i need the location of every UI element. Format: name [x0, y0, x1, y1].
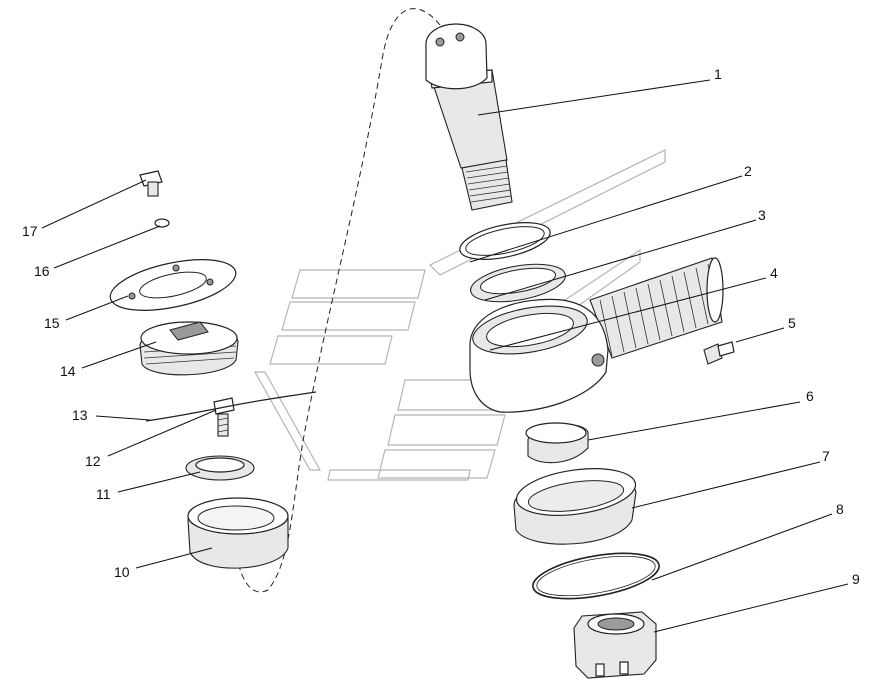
part-plug [185, 455, 255, 481]
callout-7: 7 [822, 448, 830, 464]
part-lock-wire [145, 391, 317, 422]
callout-16: 16 [34, 263, 50, 279]
callout-2: 2 [744, 163, 752, 179]
part-end-cap [187, 497, 289, 569]
callout-17: 17 [22, 223, 38, 239]
part-clip-ring [532, 552, 660, 600]
callout-8: 8 [836, 501, 844, 517]
part-locking-bolt [213, 397, 235, 437]
callout-6: 6 [806, 388, 814, 404]
callout-1: 1 [714, 66, 722, 82]
callout-15: 15 [44, 315, 60, 331]
part-threaded-cover [139, 321, 239, 376]
callout-10: 10 [114, 564, 130, 580]
part-screw [139, 170, 163, 197]
part-ball-stud [425, 23, 513, 211]
callout-4: 4 [770, 265, 778, 281]
callout-9: 9 [852, 571, 860, 587]
leader-lines [41, 79, 849, 633]
part-flange-plate [109, 259, 237, 311]
part-bearing-shell [513, 468, 637, 545]
callout-labels: 1 2 3 4 5 6 7 8 9 10 11 12 13 14 15 16 1… [22, 66, 860, 587]
part-tie-rod-housing [469, 257, 724, 413]
part-seat-cup [525, 422, 589, 464]
part-retaining-ring [459, 222, 551, 260]
callout-13: 13 [72, 407, 88, 423]
part-seal-ring [470, 263, 566, 303]
callout-12: 12 [85, 453, 101, 469]
callout-5: 5 [788, 315, 796, 331]
assembly-dashed-path [235, 8, 441, 593]
part-grease-nipple [703, 341, 735, 365]
part-castle-nut [573, 611, 657, 679]
callout-11: 11 [96, 486, 111, 502]
callout-3: 3 [758, 207, 766, 223]
callout-14: 14 [60, 363, 76, 379]
part-washer [154, 218, 170, 228]
